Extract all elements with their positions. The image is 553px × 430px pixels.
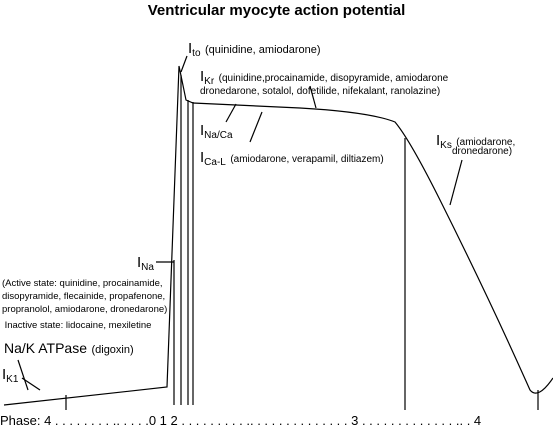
ical-symbol: I <box>200 149 205 166</box>
ikr-subscript: Kr <box>204 76 215 87</box>
diagram-title: Ventricular myocyte action potential <box>147 2 406 19</box>
natpase-label: Na/K ATPase (digoxin) <box>4 340 134 358</box>
natpase-pointer <box>17 359 29 391</box>
iks-drugs-line2: dronedarone) <box>452 146 513 157</box>
ina-active-line3: propranolol, amiodarone, dronedarone) <box>2 303 168 315</box>
ina-subscript: Na <box>141 262 154 273</box>
ical-label: ICa-L (amiodarone, verapamil, diltiazem) <box>200 149 384 168</box>
ical-subscript: Ca-L <box>204 157 226 168</box>
ina-active-line2: disopyramide, flecainide, propafenone, <box>2 290 166 302</box>
ito-subscript: to <box>192 48 201 59</box>
ik1-pointer <box>21 377 41 391</box>
natpase-drugs: (digoxin) <box>91 344 134 356</box>
inaca-subscript: Na/Ca <box>204 130 233 141</box>
ik1-symbol: I <box>2 366 7 383</box>
iks-subscript: Ks <box>440 140 452 151</box>
inaca-label: INa/Ca <box>200 122 233 141</box>
ina-drug-block: (Active state: quinidine, procainamide, … <box>2 278 168 333</box>
ito-symbol: I <box>188 40 193 57</box>
ikr-pointer <box>309 85 317 109</box>
iks-label: IKs (amiodarone, <box>436 132 515 151</box>
ina-symbol: I <box>137 254 142 271</box>
ito-label: Ito (quinidine, amiodarone) <box>188 40 321 59</box>
ik1-label: IK1 <box>2 366 18 385</box>
ical-pointer <box>249 111 263 143</box>
ikr-drugs-line1: (quinidine,procainamide, disopyramide, a… <box>218 73 449 84</box>
ikr-symbol: I <box>200 68 205 85</box>
action-potential-curve <box>3 65 553 406</box>
phase-axis-label: Phase: 4 . . . . . . . . .. . . . .0 1 2… <box>0 413 482 428</box>
ina-active-line1: (Active state: quinidine, procainamide, <box>2 278 163 289</box>
ikr-drugs-line2: dronedarone, sotalol, dofetilide, nifeka… <box>200 86 441 97</box>
ical-drugs: (amiodarone, verapamil, diltiazem) <box>230 154 384 165</box>
ito-drugs: (quinidine, amiodarone) <box>204 44 321 56</box>
ikr-label: IKr (quinidine,procainamide, disopyramid… <box>200 68 448 87</box>
ina-inactive: Inactive state: lidocaine, mexiletine <box>4 320 152 332</box>
ito-pointer <box>180 55 188 73</box>
inaca-pointer <box>225 103 237 123</box>
natpase-name: Na/K ATPase <box>4 340 88 356</box>
iks-drugs-line1: (amiodarone, <box>456 137 516 148</box>
ik1-subscript: K1 <box>6 374 19 385</box>
ina-label: INa <box>137 254 154 273</box>
iks-pointer <box>449 159 463 206</box>
iks-symbol: I <box>436 132 441 149</box>
inaca-symbol: I <box>200 122 205 139</box>
